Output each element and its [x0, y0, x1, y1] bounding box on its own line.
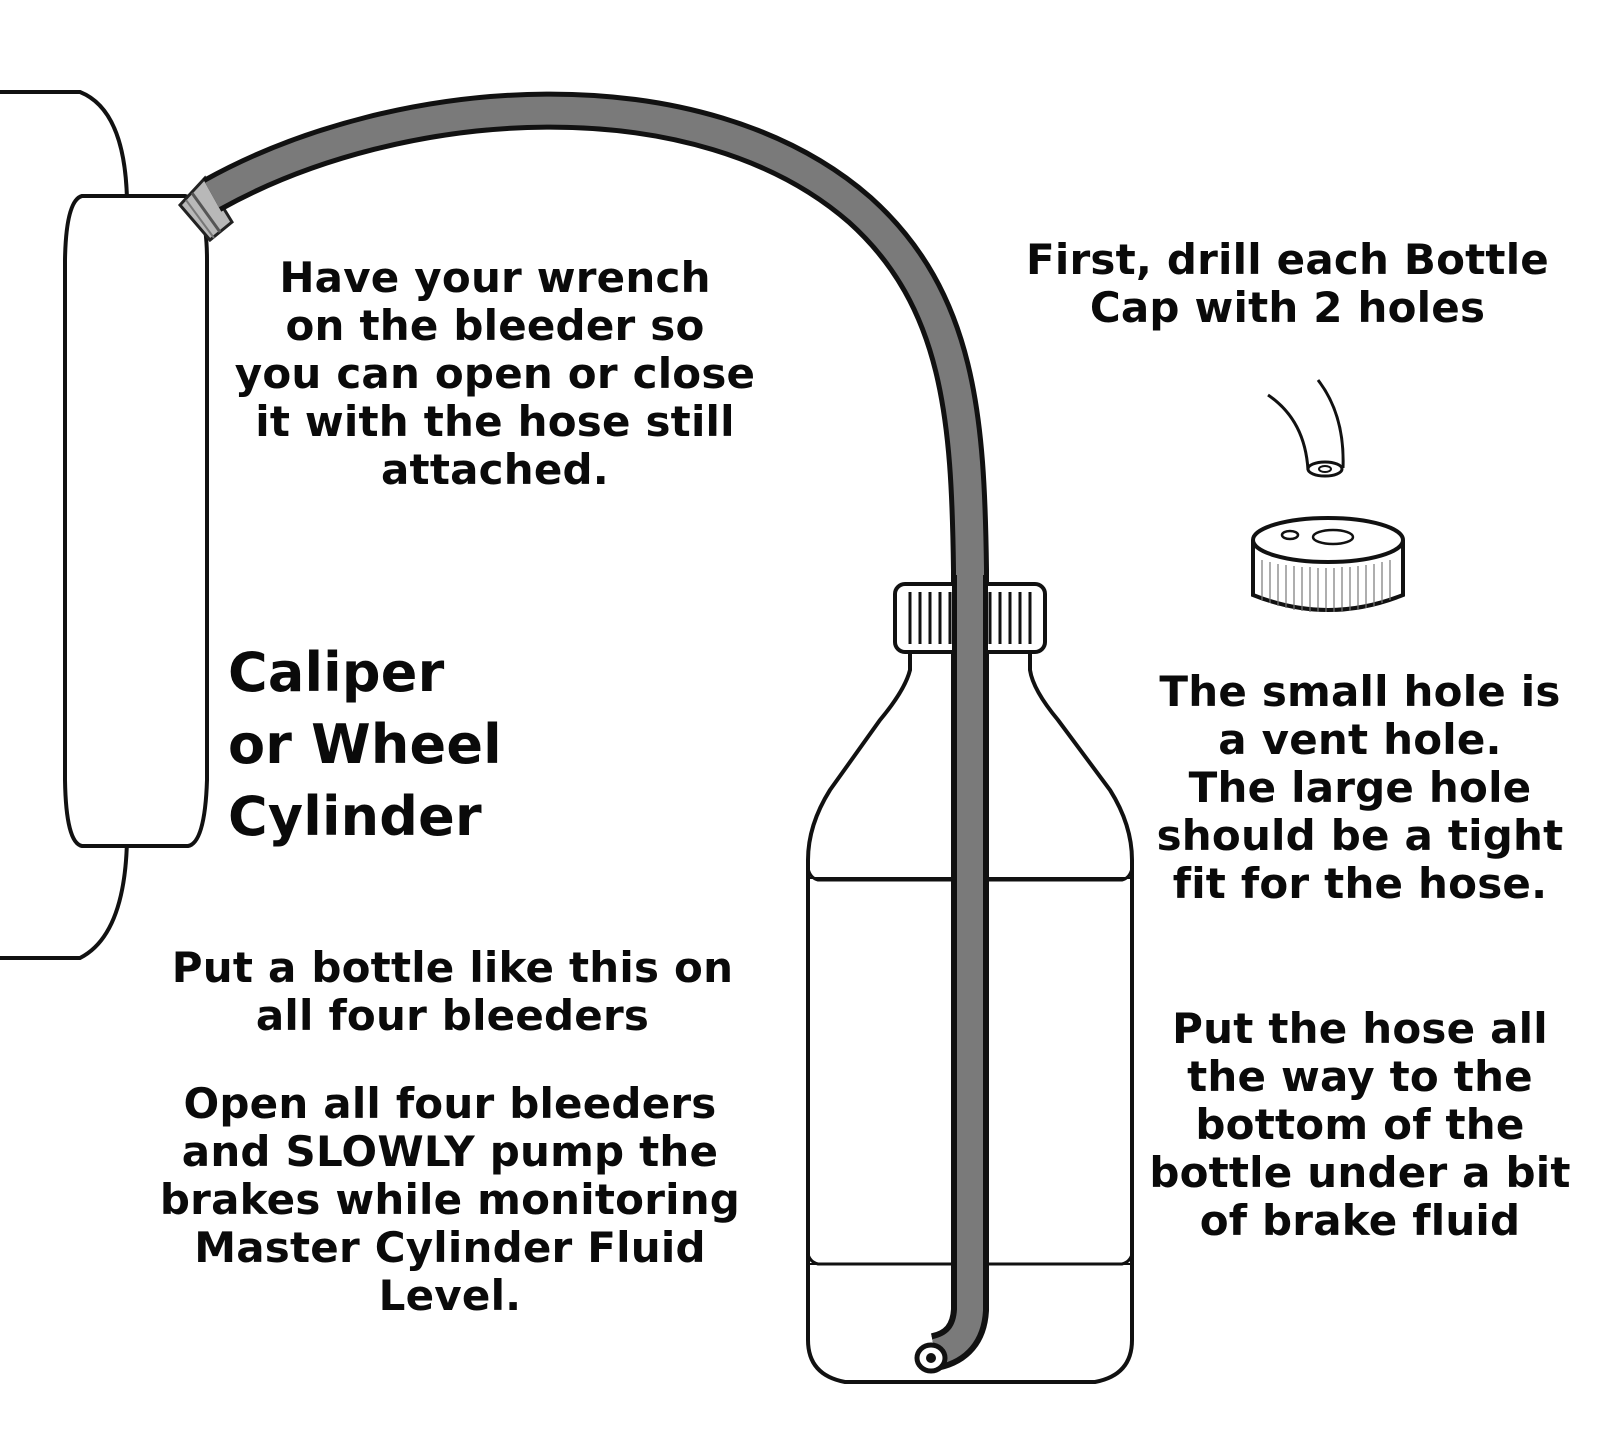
wrench-note: Have your wrench on the bleeder so you c…	[234, 253, 756, 494]
open-bleeders-note: Open all four bleeders and SLOWLY pump t…	[159, 1079, 741, 1320]
caliper-label: Caliper or Wheel Cylinder	[228, 641, 502, 848]
vent-hole-note: The small hole is a vent hole. The large…	[1156, 667, 1564, 908]
hose-end-detail	[1267, 379, 1345, 478]
hose-bottom-note: Put the hose all the way to the bottom o…	[1149, 1004, 1571, 1245]
bottle-cap-detail	[1251, 516, 1405, 612]
bleeder-fitting	[177, 175, 234, 243]
hose-inside-bottle	[914, 575, 988, 1374]
caliper-body	[0, 90, 209, 960]
bottle-all-bleeders-note: Put a bottle like this on all four bleed…	[171, 943, 734, 1040]
drill-cap-note: First, drill each Bottle Cap with 2 hole…	[1026, 235, 1549, 332]
